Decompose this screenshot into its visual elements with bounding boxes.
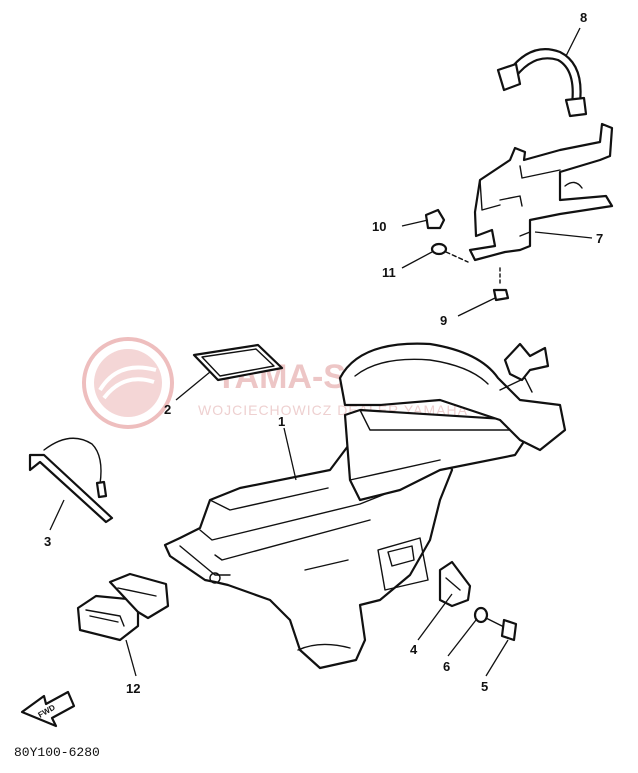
callout-4: 4 bbox=[410, 642, 418, 657]
callout-7: 7 bbox=[596, 231, 603, 246]
part-5-bolt[interactable] bbox=[485, 617, 518, 642]
part-8-band[interactable] bbox=[496, 48, 588, 118]
part-10-nut[interactable] bbox=[424, 208, 446, 230]
forward-arrow-icon: FWD bbox=[20, 690, 76, 728]
part-6-washer[interactable] bbox=[473, 606, 489, 624]
callout-8: 8 bbox=[580, 10, 587, 25]
callout-2: 2 bbox=[164, 402, 171, 417]
callouts: 8 7 10 11 9 2 1 3 4 6 5 12 bbox=[44, 10, 603, 696]
part-4-clip[interactable] bbox=[438, 560, 472, 608]
part-12-connector[interactable] bbox=[76, 572, 170, 642]
part-3-cable-clip[interactable] bbox=[28, 437, 114, 524]
callout-5: 5 bbox=[481, 679, 488, 694]
part-1-housing[interactable] bbox=[163, 342, 567, 670]
part-2-pad[interactable] bbox=[192, 343, 284, 382]
part-11-washer[interactable] bbox=[430, 242, 469, 263]
callout-6: 6 bbox=[443, 659, 450, 674]
callout-3: 3 bbox=[44, 534, 51, 549]
watermark-logo bbox=[82, 337, 174, 429]
callout-10: 10 bbox=[372, 219, 386, 234]
leader-lines bbox=[49, 27, 593, 677]
drawing-code: 80Y100-6280 bbox=[14, 745, 100, 760]
callout-1: 1 bbox=[278, 414, 285, 429]
part-7-bracket[interactable] bbox=[468, 122, 614, 262]
callout-12: 12 bbox=[126, 681, 140, 696]
callout-9: 9 bbox=[440, 313, 447, 328]
callout-11: 11 bbox=[382, 265, 396, 280]
part-9-bolt[interactable] bbox=[492, 267, 510, 302]
